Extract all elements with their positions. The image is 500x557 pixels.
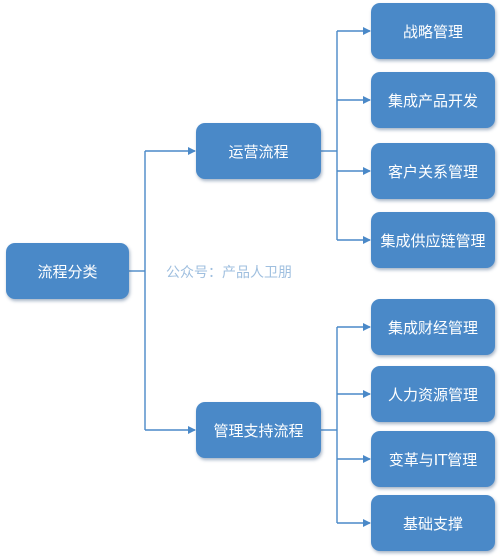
leaf-node-label: 人力资源管理 xyxy=(387,385,478,404)
leaf-node-integrated-finance: 集成财经管理 xyxy=(371,299,495,355)
leaf-node-label: 基础支撑 xyxy=(402,514,463,533)
leaf-node-label: 客户关系管理 xyxy=(387,162,478,181)
leaf-node-strategy-management: 战略管理 xyxy=(371,3,495,59)
branch-node-label: 运营流程 xyxy=(228,142,289,161)
leaf-node-label: 集成财经管理 xyxy=(387,318,478,337)
root-node-label: 流程分类 xyxy=(37,262,98,281)
watermark-text: 公众号：产品人卫朋 xyxy=(166,265,292,281)
leaf-node-human-resources: 人力资源管理 xyxy=(371,366,495,422)
branch-node-operations: 运营流程 xyxy=(196,123,321,179)
leaf-node-label: 变革与IT管理 xyxy=(388,450,478,469)
branch-node-management-support: 管理支持流程 xyxy=(196,402,321,458)
leaf-node-label: 集成产品开发 xyxy=(387,91,478,110)
leaf-node-integrated-product-development: 集成产品开发 xyxy=(371,72,495,128)
leaf-node-label: 战略管理 xyxy=(402,22,463,41)
leaf-node-customer-relationship-management: 客户关系管理 xyxy=(371,143,495,199)
leaf-node-change-and-it: 变革与IT管理 xyxy=(371,431,495,487)
root-node-process-classification: 流程分类 xyxy=(6,243,129,299)
leaf-node-integrated-supply-chain: 集成供应链管理 xyxy=(371,212,495,268)
leaf-node-label: 集成供应链管理 xyxy=(380,231,486,250)
leaf-node-basic-support: 基础支撑 xyxy=(371,495,495,551)
branch-node-label: 管理支持流程 xyxy=(213,421,304,440)
